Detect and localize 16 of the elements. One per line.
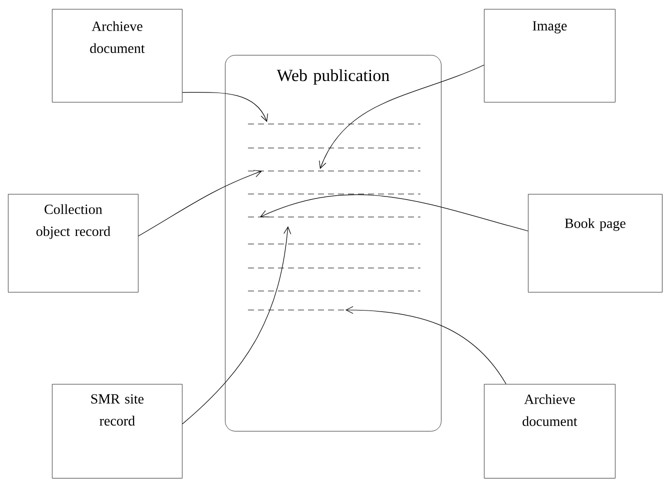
source-box: Book page [528,194,662,292]
source-box: Collection object record [8,194,138,292]
source-box: Archieve document [484,384,616,478]
arrow [138,170,262,236]
arrow [345,306,506,384]
arrow [182,226,292,424]
source-box: Archieve document [52,9,182,102]
dashed-line [248,170,421,172]
page-frame: Web publication [225,55,442,432]
dashed-line [248,216,421,218]
source-box: Image [484,9,616,102]
dashed-line [248,290,421,292]
arrow [319,64,484,169]
arrow [182,92,268,122]
source-box: SMR site record [52,384,182,478]
arrow [260,194,528,232]
